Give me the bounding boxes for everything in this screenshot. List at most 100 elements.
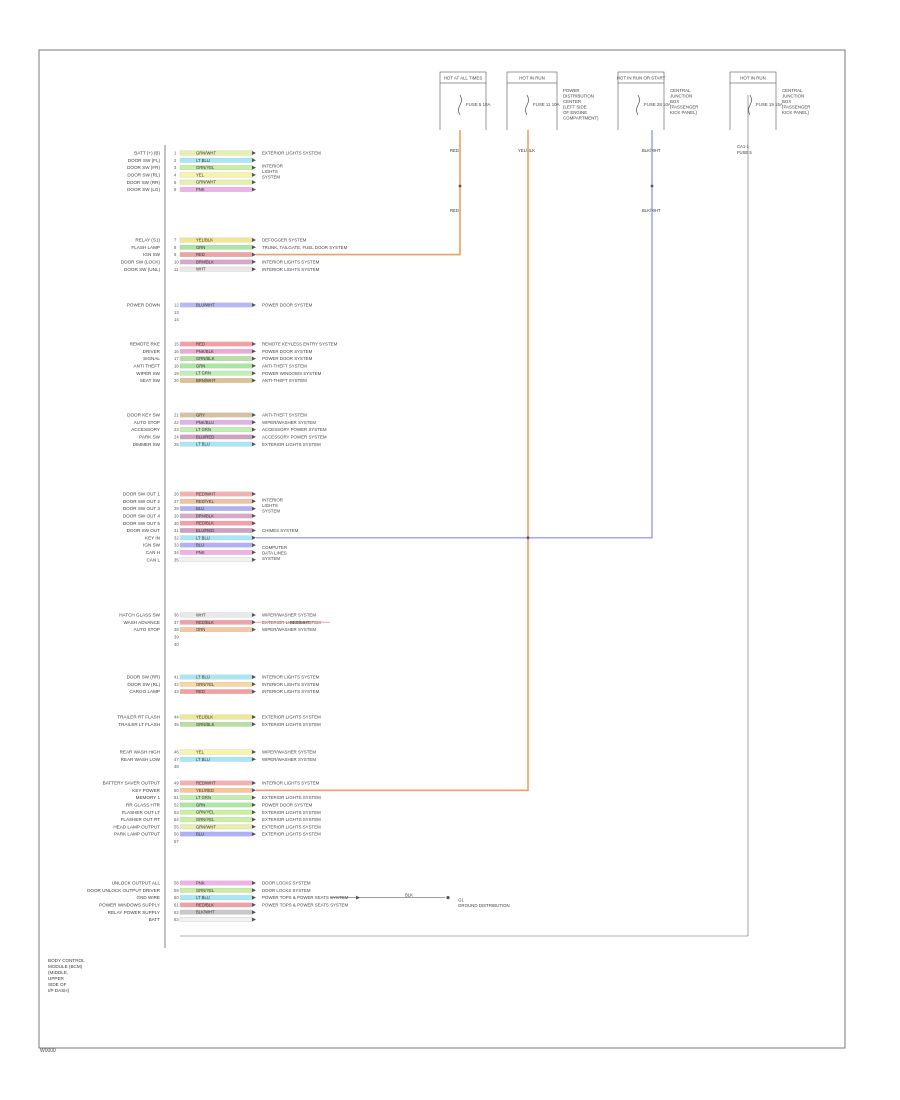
wire-segment — [179, 550, 253, 555]
wire-segment — [179, 412, 253, 418]
module-label: BODY CONTROL MODULE (BCM) (MIDDLE, UPPER… — [48, 958, 85, 993]
wire-color-label: LT BLU — [196, 442, 210, 447]
pin-number: 58 — [174, 881, 179, 886]
wire-segment — [179, 689, 253, 694]
pin-number: 38 — [174, 627, 179, 632]
pin-function-label: DOOR SW (RR) — [127, 180, 161, 185]
wire-segment — [179, 506, 253, 511]
pin-function-label: ACCESSORY — [131, 427, 160, 432]
pin-number: 25 — [174, 442, 179, 447]
connector-arrow — [252, 259, 256, 264]
target-system-label: INTERIOR LIGHTS SYSTEM — [262, 675, 320, 680]
fuse-wire-labels: CA1-1 — [737, 144, 750, 149]
wire-color-label: RED/YEL — [196, 499, 215, 504]
module-label-line: I/P DASH) — [48, 988, 70, 993]
connector-arrow — [252, 620, 256, 625]
connector-arrow — [252, 917, 256, 922]
side-system-label: COMPUTER — [262, 545, 287, 550]
connector-arrow — [252, 303, 256, 307]
side-system-label: LIGHTS — [262, 169, 278, 174]
target-system-label: WIPER/WASHER SYSTEM — [262, 757, 316, 762]
wire-color-label: ORN — [196, 627, 205, 632]
pin-function-label: DOOR SW (UNL) — [124, 267, 160, 272]
connector-arrow — [252, 795, 256, 800]
connector-arrow — [252, 881, 256, 885]
pin-function-label: WASH ADVANCE — [124, 620, 161, 625]
module-label-line: SIDE OF — [48, 982, 67, 987]
pin-number: 32 — [174, 535, 179, 540]
pin-number: 24 — [174, 435, 179, 440]
target-system-label: REMOTE KEYLESS ENTRY SYSTEM — [262, 342, 338, 347]
wire-color-label: BLU — [196, 543, 204, 548]
wire-color-label: BRN/WHT — [196, 378, 216, 383]
wire-color-label: LT BLU — [196, 675, 210, 680]
wire-segment — [179, 157, 253, 163]
pin-function-label: RR GLASS HTR — [126, 803, 161, 808]
wire-color-label: YEL — [196, 172, 205, 177]
pin-function-label: SIGNAL — [143, 356, 160, 361]
target-system-label: ACCESSORY POWER SYSTEM — [262, 427, 327, 432]
connector-arrow — [252, 715, 256, 719]
module-label-line: UPPER — [48, 976, 65, 981]
fuse-location-label: JUNCTION — [670, 94, 692, 99]
fuse-rating: FUSE 19 15A — [756, 102, 783, 107]
wire-segment — [179, 880, 253, 886]
pin-number: 10 — [174, 260, 179, 265]
pin-number: 2 — [174, 158, 177, 163]
fuse-power-label-box — [729, 71, 777, 84]
fuse-location-label: CENTRAL — [782, 88, 803, 93]
target-system-label: EXTERIOR LIGHTS SYSTEM — [262, 810, 321, 815]
wire-color-label: GRN/WHT — [196, 824, 216, 829]
connector-arrow — [252, 521, 256, 526]
wire-color-label: GRN/YEL — [196, 810, 215, 815]
wire-color-label: BRN/BLK — [196, 513, 214, 518]
wire-color-label: GRN/YEL — [196, 888, 215, 893]
pin-function-label: RELAY POWER SUPPLY — [108, 910, 160, 915]
wire-color-label: PNK — [196, 187, 205, 192]
pin-number: 36 — [174, 613, 179, 618]
pin-number: 34 — [174, 550, 179, 555]
wire-color-label: BLK — [405, 893, 413, 898]
wire-color-label: BLU — [196, 506, 204, 511]
target-system-label: ANTI-THEFT SYSTEM — [262, 413, 307, 418]
pin-function-label: KEY POWER — [132, 788, 160, 793]
pin-function-label: PARK LAMP OUTPUT — [114, 832, 160, 837]
wire-color-label: YEL — [196, 750, 205, 755]
fuse-symbol — [525, 94, 529, 116]
connector-arrow — [252, 750, 256, 754]
pin-number: 12 — [174, 303, 179, 308]
image-code: W0000 — [40, 1048, 56, 1054]
fuse-symbol — [748, 94, 752, 116]
side-system-label: INTERIOR — [262, 164, 283, 169]
connector-arrow — [252, 158, 256, 163]
wire-segment — [179, 187, 253, 192]
module-label-line: (MIDDLE, — [48, 970, 68, 975]
pin-number: 27 — [174, 499, 179, 504]
connector-arrow — [252, 506, 256, 511]
wire-color-label: GRY — [196, 413, 205, 418]
pin-number: 59 — [174, 888, 179, 893]
connector-arrow — [252, 252, 256, 257]
splice-dot — [458, 184, 462, 188]
pin-function-label: POWER WINDOWS SUPPLY — [99, 903, 160, 908]
wire-color-label: LT GRN — [196, 427, 211, 432]
pin-number: 19 — [174, 371, 179, 376]
connector-arrow — [252, 413, 256, 417]
connector-arrow — [252, 342, 256, 346]
target-system-label: POWER DOOR SYSTEM — [262, 356, 313, 361]
connector-arrow — [252, 151, 256, 155]
pin-number: 11 — [174, 267, 179, 272]
pin-function-label: DOOR SW (LG) — [127, 187, 160, 192]
